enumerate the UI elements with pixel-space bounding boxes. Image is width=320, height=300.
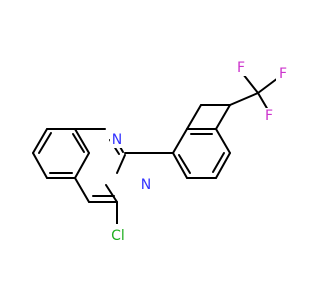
bond: [215, 104, 231, 130]
atom-cl: Cl: [108, 224, 130, 244]
structure-diagram: N N Cl F F F: [32, 60, 290, 244]
bond: [32, 128, 48, 154]
bond: [172, 152, 188, 179]
bond: [74, 177, 90, 203]
atom-n1: N: [110, 130, 126, 148]
bond-c-f: [257, 92, 269, 111]
bond: [74, 128, 90, 154]
double-bond-inner: [212, 152, 225, 173]
atom-f3-label: F: [265, 108, 273, 124]
atom-n3: N: [139, 176, 155, 194]
bond: [116, 154, 126, 174]
phenyl-ring: [172, 104, 231, 179]
bond-c-f: [242, 73, 259, 94]
bond: [32, 152, 48, 179]
bond: [186, 104, 202, 130]
molecule-drawing: N N Cl F F F: [32, 60, 290, 244]
double-bond-inner: [72, 133, 85, 153]
benzo-ring: [32, 128, 90, 179]
double-bond-inner: [38, 132, 52, 154]
atom-f1-label: F: [237, 60, 245, 76]
atom-f2-label: F: [279, 66, 287, 82]
atom-f3: F: [262, 108, 276, 124]
bond: [74, 152, 90, 179]
atom-n3-label: N: [141, 177, 151, 193]
atom-n1-label: N: [112, 132, 122, 148]
bond: [105, 184, 118, 203]
atom-cl-label: Cl: [111, 228, 125, 244]
bond: [215, 152, 231, 179]
bond: [172, 128, 188, 154]
atom-f2: F: [276, 66, 290, 82]
bond-c-cf3: [229, 92, 259, 106]
atom-f1: F: [234, 60, 248, 76]
double-bond-inner: [178, 154, 191, 174]
bond: [215, 128, 231, 154]
